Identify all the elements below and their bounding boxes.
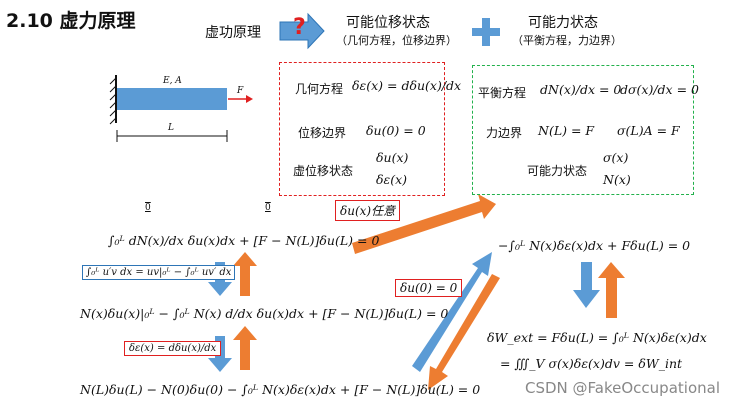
orange-arrow-to-green xyxy=(352,194,496,254)
blue-down-arrow-3 xyxy=(573,262,600,308)
virtual-displacement-box xyxy=(279,62,445,196)
force-bc-label: 力边界 xyxy=(486,126,523,140)
derivation-line-2: N(x)δu(x)|₀ᴸ − ∫₀ᴸ N(x) d/dx δu(x)dx + [… xyxy=(80,306,449,321)
right-eq-3: = ∭_V σ(x)δε(x)dv = δW_int xyxy=(500,356,683,371)
force-bc-eq2: σ(L)A = F xyxy=(617,123,680,138)
virtual-state-label: 虚位移状态 xyxy=(293,164,354,178)
compatible-state-sub: （几何方程，位移边界） xyxy=(336,34,457,47)
derivation-line-1: ∫₀ᴸ dN(x)/dx δu(x)dx + [F − N(L)]δu(L) =… xyxy=(108,233,380,248)
wall-icon xyxy=(109,75,117,125)
geom-eq-label: 几何方程 xyxy=(295,82,344,96)
orange-up-arrow-1 xyxy=(233,252,257,296)
virtual-work-label: 虚功原理 xyxy=(205,25,261,41)
virtual-state-eq1: δu(x) xyxy=(376,150,409,165)
dimension-line xyxy=(116,130,228,142)
force-state-label: 可能力状态 xyxy=(527,164,588,178)
orange-up-arrow-2 xyxy=(233,326,257,370)
force-bc-eq1: N(L) = F xyxy=(538,123,595,138)
force-state-eq2: N(x) xyxy=(603,172,631,187)
geom-eq: δε(x) = dδu(x)/dx xyxy=(352,78,462,93)
page-title: 2.10 虚力原理 xyxy=(6,10,136,32)
equilibrium-eq2: dσ(x)/dx = 0 xyxy=(620,82,699,97)
beam-bar xyxy=(117,88,227,110)
plus-icon xyxy=(472,18,500,46)
orange-diagonal-arrow xyxy=(428,274,500,390)
strain-tag: δε(x) = dδu(x)/dx xyxy=(124,341,222,356)
beam-length-label: L xyxy=(168,123,174,133)
equilibrium-state-label: 可能力状态 xyxy=(528,15,598,31)
equilibrium-eq1: dN(x)/dx = 0 xyxy=(540,82,622,97)
watermark: CSDN @FakeOccupational xyxy=(525,379,720,397)
force-state-eq1: σ(x) xyxy=(603,150,629,165)
disp-bc-tag: δu(0) = 0 xyxy=(395,279,463,297)
beam-force-label: F xyxy=(237,86,244,96)
beam-ea-label: E, A xyxy=(163,76,182,86)
disp-bc-label: 位移边界 xyxy=(298,126,347,140)
zero-mark-1: 0 xyxy=(145,203,151,213)
derivation-line-3: N(L)δu(L) − N(0)δu(0) − ∫₀ᴸ N(x)δε(x)dx … xyxy=(80,382,481,397)
compatible-state-label: 可能位移状态 xyxy=(346,15,430,31)
equilibrium-eq-label: 平衡方程 xyxy=(478,86,527,100)
force-arrow-icon xyxy=(228,95,253,103)
equilibrium-box xyxy=(472,65,694,195)
arbitrary-tag: δu(x)任意 xyxy=(335,200,401,221)
right-eq-1: −∫₀ᴸ N(x)δε(x)dx + Fδu(L) = 0 xyxy=(498,238,691,253)
equilibrium-state-sub: （平衡方程，力边界） xyxy=(512,34,622,47)
blue-diagonal-arrow xyxy=(412,252,492,372)
integration-by-parts-tag: ∫₀ᴸ u′v dx = uv|₀ᴸ − ∫₀ᴸ uv′ dx xyxy=(82,265,236,280)
virtual-state-eq2: δε(x) xyxy=(376,172,408,187)
orange-up-arrow-3 xyxy=(598,262,625,318)
header-arrow-icon xyxy=(279,12,325,50)
question-mark-icon: ? xyxy=(293,15,306,40)
right-eq-2: δW_ext = Fδu(L) = ∫₀ᴸ N(x)δε(x)dx xyxy=(487,330,707,345)
disp-bc-eq: δu(0) = 0 xyxy=(366,123,426,138)
zero-mark-2: 0 xyxy=(265,203,271,213)
